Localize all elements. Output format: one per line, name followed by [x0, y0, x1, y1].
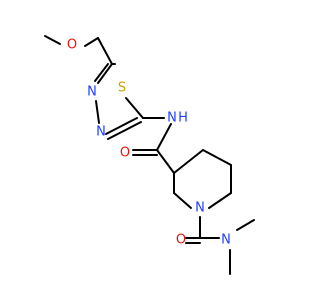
molecule-structure: O S N N N H O N O N: [44, 35, 255, 275]
bond-methyl-o: [44, 35, 61, 45]
bond-c5-n-upper: [97, 63, 113, 84]
bond-ring-2: [202, 149, 232, 166]
bond-ring-1: [173, 149, 204, 174]
atom-h-amide: H: [178, 111, 188, 126]
bond-lines: [44, 35, 255, 275]
bond-ring-4: [208, 192, 232, 209]
bond-ring-5: [173, 192, 192, 209]
bond-carbonyl-ring: [156, 149, 175, 174]
atom-labels: O S N N N H O N O N: [67, 38, 231, 248]
bond-nme2-methyl-1: [236, 219, 255, 231]
atom-n-ring-lower: N: [96, 125, 106, 140]
bond-nh-carbonyl: [156, 123, 172, 151]
bond-n-lower-c2-double: [105, 117, 138, 135]
bond-c5-n-upper-double: [94, 63, 109, 82]
bond-n-lower-c2: [107, 121, 142, 140]
atom-s-ring: S: [118, 81, 126, 96]
atom-o-urea: O: [176, 233, 186, 248]
bond-n-upper-n-lower: [95, 100, 100, 124]
atom-o-amide: O: [120, 146, 130, 161]
atom-o-methoxy: O: [67, 38, 77, 53]
atom-n-amide: N: [167, 111, 177, 126]
bond-ch2-c5: [97, 37, 113, 65]
atom-n-ring-upper: N: [87, 85, 97, 100]
bond-s-c2: [125, 97, 144, 119]
bond-o-ch2: [84, 37, 99, 47]
atom-n-dimethyl: N: [221, 233, 231, 248]
atom-n-piperidine: N: [195, 201, 205, 216]
